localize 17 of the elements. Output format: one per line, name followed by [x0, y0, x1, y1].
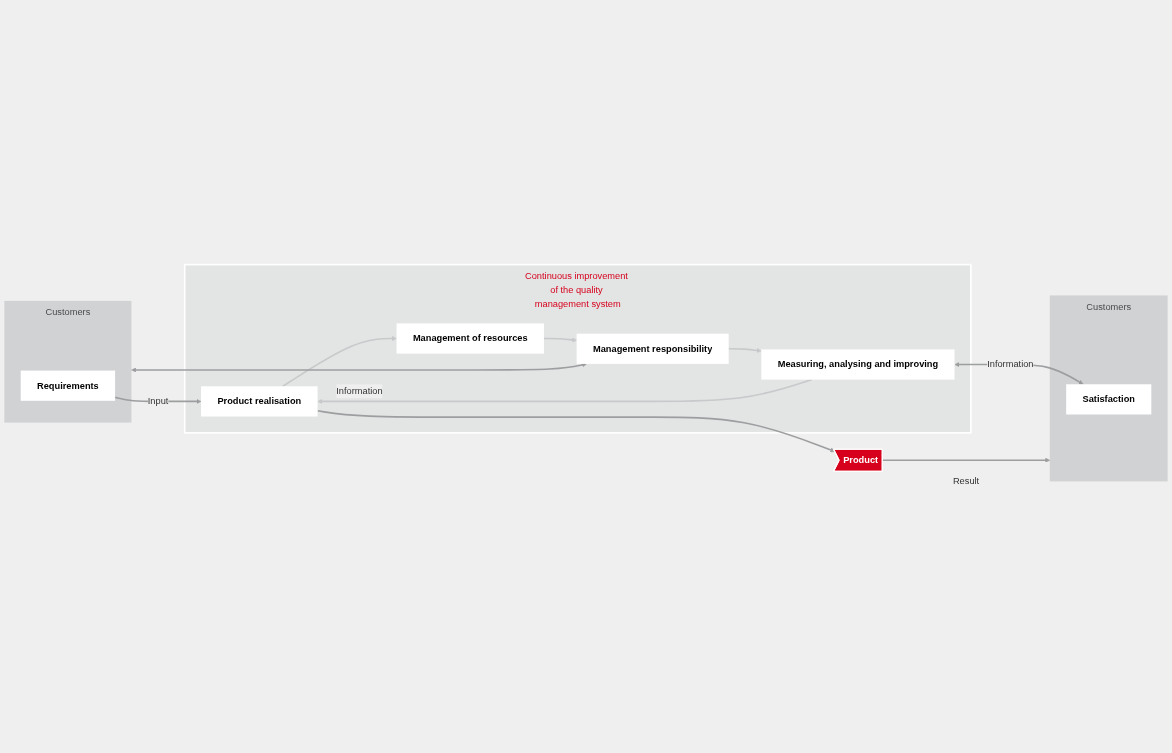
arrow [881, 457, 1051, 463]
node-box: Management responsibility [576, 333, 729, 364]
arrow [317, 378, 813, 404]
node-box: Measuring, analysing and improving [761, 349, 955, 380]
edge-label: Input [147, 396, 169, 407]
arrow [316, 409, 836, 453]
node-box: Product realisation [201, 386, 318, 417]
arrow [543, 337, 577, 343]
node-box: Management of resources [396, 323, 544, 354]
arrow [131, 362, 587, 373]
arrow [727, 348, 762, 353]
arrow [281, 336, 397, 388]
edge-label: Information [987, 359, 1034, 370]
node-box: Requirements [20, 370, 116, 401]
edge-label: Result [952, 476, 980, 487]
node-box: Satisfaction [1066, 384, 1152, 415]
edge-label: Information [336, 385, 383, 397]
